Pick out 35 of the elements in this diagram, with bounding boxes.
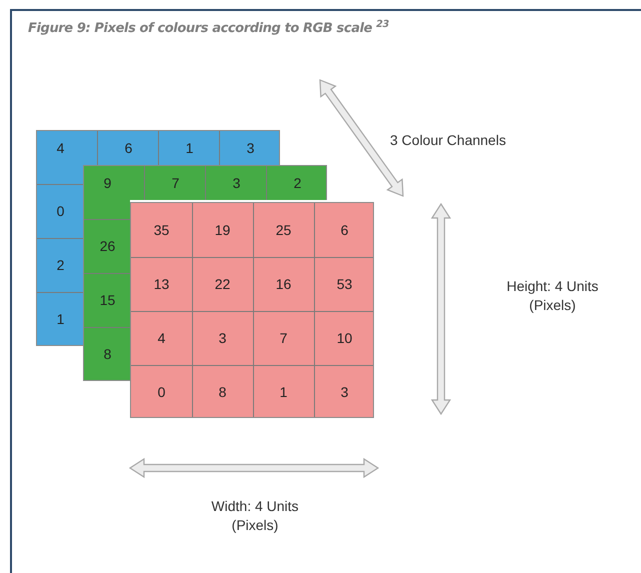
pixel-value: 3 (246, 139, 254, 158)
pixel-value: 25 (276, 220, 292, 240)
pixel-value: 4 (158, 328, 166, 348)
pixel-value: 8 (218, 382, 226, 402)
pixel-value: 1 (56, 310, 64, 328)
pixel-value: 15 (100, 290, 116, 310)
pixel-value: 22 (214, 274, 230, 294)
pixel-value: 19 (214, 220, 230, 240)
pixel-value: 2 (294, 174, 302, 193)
dimension-label: Width: 4 Units (Pixels) (210, 497, 300, 535)
dimension-label: 3 Colour Channels (390, 131, 506, 150)
pixel-value: 0 (56, 202, 64, 220)
pixel-value: 7 (172, 174, 180, 193)
pixel-value: 6 (124, 139, 132, 158)
pixel-grid (130, 202, 374, 418)
pixel-value: 16 (276, 274, 292, 294)
pixel-value: 53 (336, 274, 352, 294)
pixel-value: 26 (100, 236, 116, 256)
pixel-value: 4 (56, 139, 64, 158)
figure-title: Figure 9: Pixels of colours according to RGB scale $^{23}$ (28, 19, 389, 38)
pixel-value: 9 (104, 174, 112, 193)
pixel-value: 3 (232, 174, 240, 193)
pixel-value: 7 (280, 328, 288, 348)
pixel-value: 13 (154, 274, 170, 294)
dimension-label: Height: 4 Units (Pixels) (506, 277, 600, 315)
pixel-value: 3 (340, 382, 348, 402)
pixel-value: 10 (336, 328, 352, 348)
pixel-value: 2 (56, 256, 64, 274)
pixel-value: 35 (154, 220, 170, 240)
pixel-value: 1 (186, 139, 194, 158)
pixel-value: 3 (218, 328, 226, 348)
pixel-value: 6 (340, 220, 348, 240)
pixel-value: 8 (104, 344, 112, 364)
pixel-value: 0 (158, 382, 166, 402)
pixel-value: 1 (280, 382, 288, 402)
